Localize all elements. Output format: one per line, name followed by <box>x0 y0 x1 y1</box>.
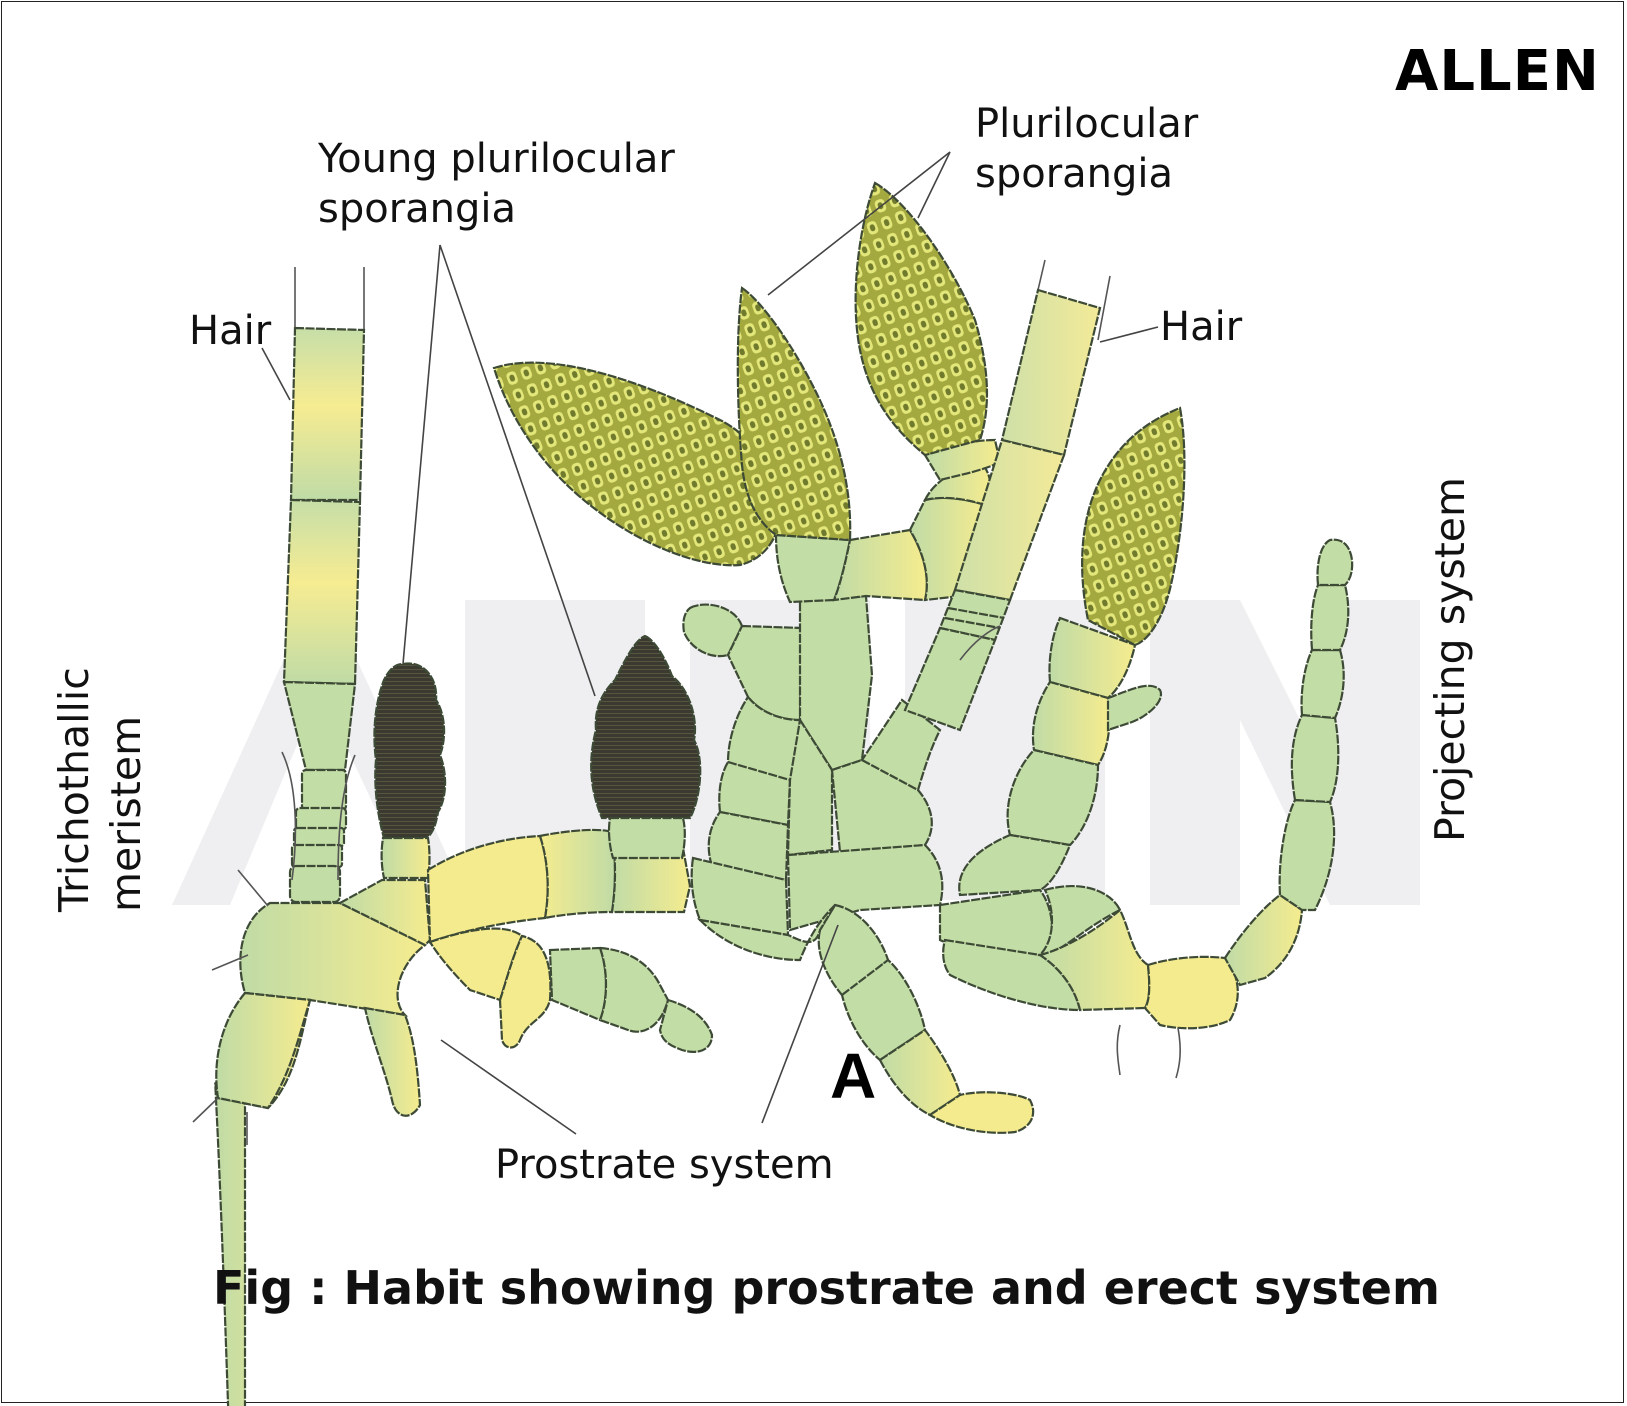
label-hair-left: Hair <box>189 308 272 354</box>
label-young-plurilocular-sporangia: Young plurilocular sporangia <box>317 136 675 232</box>
label-prostrate-system: Prostrate system <box>495 1142 834 1188</box>
label-line-1: Trichothallic <box>50 667 98 913</box>
young-sporangium-middle <box>590 634 702 860</box>
label-plurilocular-sporangia: Plurilocular sporangia <box>975 101 1199 197</box>
prostrate-chain-middle <box>426 828 714 1053</box>
left-basal-cells <box>192 869 432 1406</box>
label-line-2: sporangia <box>318 186 516 232</box>
right-branch <box>938 616 1163 958</box>
figure-caption: Fig : Habit showing prostrate and erect … <box>213 1261 1440 1315</box>
label-line-2: sporangia <box>975 151 1173 197</box>
projecting-system-filament <box>942 538 1354 1079</box>
allen-logo: ALLEN <box>1395 39 1600 104</box>
label-projecting-system: Projecting system <box>1426 477 1474 842</box>
figure-mark-a: A <box>830 1040 876 1112</box>
label-line-1: Plurilocular <box>975 101 1199 147</box>
lower-prostrate-branch <box>696 903 1035 1134</box>
label-trichothallic-meristem: Trichothallic meristem <box>50 667 150 913</box>
plurilocular-sporangium-left <box>492 361 782 567</box>
label-line-1: Young plurilocular <box>317 136 675 182</box>
left-hair-filament <box>281 267 366 904</box>
plurilocular-sporangium-top <box>854 181 989 457</box>
label-line-2: meristem <box>102 716 150 912</box>
right-hair-filament <box>903 259 1111 732</box>
central-erect-system <box>682 438 1002 937</box>
leader-lines <box>261 151 1159 1135</box>
plurilocular-sporangium-right <box>1081 406 1186 647</box>
label-hair-right: Hair <box>1160 304 1243 350</box>
plurilocular-sporangium-center <box>736 286 852 542</box>
